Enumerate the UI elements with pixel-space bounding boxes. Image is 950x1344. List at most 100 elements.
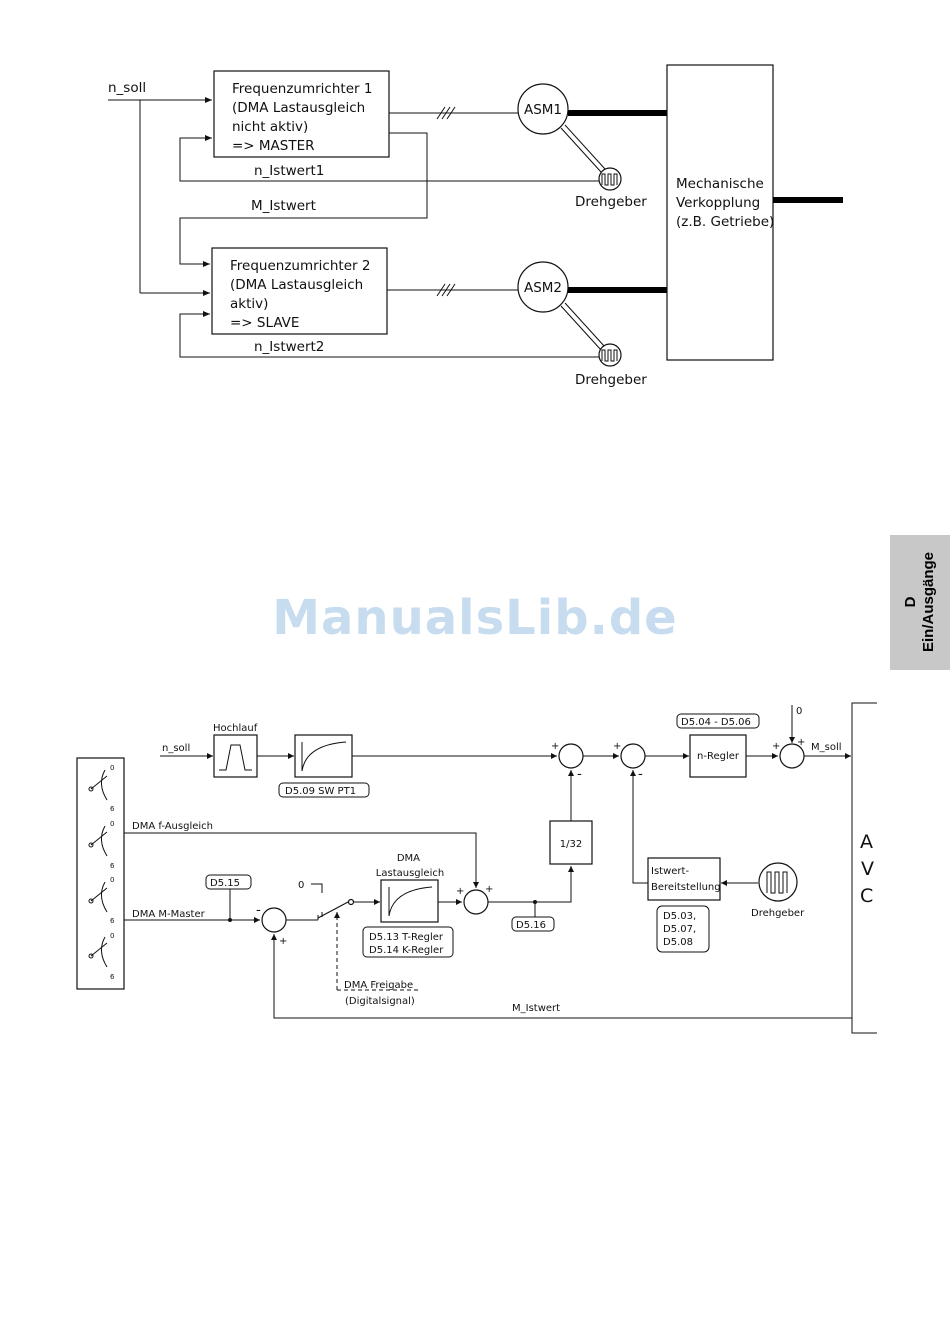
dial-1-needle xyxy=(90,775,108,790)
istwert-to-sum2 xyxy=(630,770,648,884)
drehgeber-1-pulse xyxy=(601,173,618,186)
chapter-title: Ein/Ausgänge xyxy=(920,551,937,653)
mechanische-verkopplung-text: Mechanische Verkopplung (z.B. Getriebe) xyxy=(676,176,774,230)
asm1-motor xyxy=(517,83,569,135)
analog-input-panel xyxy=(76,757,125,990)
drehgeber-bottom-label: Drehgeber xyxy=(751,908,805,919)
m-istwert-bottom-label: M_Istwert xyxy=(512,1003,560,1014)
analog-dial-3: 0 6 xyxy=(88,876,115,925)
nregler-param-tag xyxy=(676,713,760,729)
chapter-side-tab-text: D Ein/Ausgänge xyxy=(902,552,938,652)
fu1-cable-mark xyxy=(436,106,456,120)
sum3-plus-top: + xyxy=(797,737,805,748)
dial-4-six: 6 xyxy=(110,973,115,981)
drehgeber-2-pulse xyxy=(601,349,618,362)
switch-zero-label: 0 xyxy=(298,880,304,891)
sum5-plus-left: + xyxy=(456,886,464,897)
sum-junction-1 xyxy=(558,743,584,769)
analog-dial-1: 0 6 xyxy=(88,764,115,813)
fu2-cable-mark xyxy=(436,283,456,297)
dial-1-zero: 0 xyxy=(110,764,114,772)
istwert-param-label: D5.03, D5.07, D5.08 xyxy=(663,911,699,948)
d515-dot xyxy=(228,918,232,922)
n-soll-label: n_soll xyxy=(108,80,146,96)
digitalsignal-label: (Digitalsignal) xyxy=(345,996,415,1007)
zero-input-label: 0 xyxy=(796,706,802,717)
sum5-to-one32 xyxy=(488,866,574,903)
sum2-minus: - xyxy=(638,766,643,782)
mechanische-verkopplung-box xyxy=(666,64,774,361)
dial-2-needle xyxy=(90,831,108,846)
sum3-plus-left: + xyxy=(772,741,780,752)
asm2-label: ASM2 xyxy=(524,280,562,296)
sw-pt1-block xyxy=(294,734,353,778)
dial-3-needle xyxy=(90,887,108,902)
m-istwert-label: M_Istwert xyxy=(251,198,316,214)
istwert-bereitstellung-label: Istwert- Bereitstellung xyxy=(651,866,721,893)
chapter-side-tab[interactable]: D Ein/Ausgänge xyxy=(890,535,950,670)
sum4-plus: + xyxy=(279,936,287,947)
sum2-plus: + xyxy=(613,741,621,752)
dma-lastausgleich-curve xyxy=(388,886,433,917)
dial-3-pivot xyxy=(88,898,94,904)
sum-junction-4 xyxy=(261,907,287,933)
nregler-param-label: D5.04 - D5.06 xyxy=(681,717,751,728)
chapter-letter: D xyxy=(902,596,919,608)
drehgeber-2-label: Drehgeber xyxy=(575,372,647,388)
sw-pt1-curve-icon xyxy=(301,741,347,772)
sum1-plus: + xyxy=(551,741,559,752)
hochlauf-label: Hochlauf xyxy=(213,723,258,734)
dial-2-arc xyxy=(101,825,108,857)
sum1-minus: - xyxy=(577,766,582,782)
asm2-coupling-b xyxy=(564,302,606,348)
hochlauf-ramp-icon xyxy=(219,744,252,771)
frequenzumrichter-1-text: Frequenzumrichter 1 (DMA Lastausgleich n… xyxy=(232,81,377,154)
dial-1-arc xyxy=(101,769,108,801)
frequenzumrichter-2-text: Frequenzumrichter 2 (DMA Lastausgleich a… xyxy=(230,258,375,331)
top-diagram: n_soll Frequenzumrichter 1 (DMA Lastausg… xyxy=(108,64,843,388)
n-istwert2-label: n_Istwert2 xyxy=(254,339,324,355)
dial-1-six: 6 xyxy=(110,805,115,813)
one-32-label: 1/32 xyxy=(560,839,582,850)
d516-param-tag xyxy=(511,916,555,932)
dma-lastausgleich-param-tag xyxy=(362,926,454,958)
dial-4-arc xyxy=(101,936,108,968)
m-soll-label: M_soll xyxy=(811,742,842,753)
n-istwert2-feedback xyxy=(179,311,610,358)
d515-param-label: D5.15 xyxy=(210,878,240,889)
sw-pt1-param-tag xyxy=(278,782,370,798)
bottom-diagram: n_soll Hochlauf D5.09 SW PT1 + - + - D5.… xyxy=(76,702,877,1034)
sw-pt1-param-label: D5.09 SW PT1 xyxy=(285,786,356,797)
dial-3-arc xyxy=(101,881,108,913)
istwert-bereitstellung-block xyxy=(647,857,721,901)
dial-3-six: 6 xyxy=(110,917,115,925)
drehgeber-1-label: Drehgeber xyxy=(575,194,647,210)
dial-2-zero: 0 xyxy=(110,820,114,828)
asm2-coupling-a xyxy=(560,305,602,351)
dial-4-zero: 0 xyxy=(110,932,114,940)
sum-junction-2 xyxy=(620,743,646,769)
d514-label: D5.14 K-Regler xyxy=(369,945,444,956)
d515-param-tag xyxy=(205,874,252,890)
dial-2-six: 6 xyxy=(110,862,115,870)
n-soll-bottom-label: n_soll xyxy=(162,743,190,754)
dma-f-ausgleich-line xyxy=(124,832,479,888)
dial-4-pivot xyxy=(88,953,94,959)
m-istwert-feedback xyxy=(271,934,852,1019)
avc-bracket xyxy=(851,702,877,1034)
asm1-coupling-b xyxy=(564,124,606,170)
dma-freigabe-label: DMA Freigabe xyxy=(344,980,413,991)
drehgeber-bottom-pulse xyxy=(766,871,788,894)
asm1-coupling-a xyxy=(560,127,602,173)
asm1-label: ASM1 xyxy=(524,102,562,118)
frequenzumrichter-2-box xyxy=(211,247,388,335)
dial-2-pivot xyxy=(88,842,94,848)
d513-label: D5.13 T-Regler xyxy=(369,932,444,943)
analog-dial-2: 0 6 xyxy=(88,820,115,870)
istwert-param-tag xyxy=(656,905,710,953)
hochlauf-block xyxy=(213,734,258,778)
d516-param-label: D5.16 xyxy=(516,920,546,931)
dma-lastausgleich-label: DMA Lastausgleich xyxy=(376,853,444,879)
one-32-block xyxy=(549,820,593,865)
